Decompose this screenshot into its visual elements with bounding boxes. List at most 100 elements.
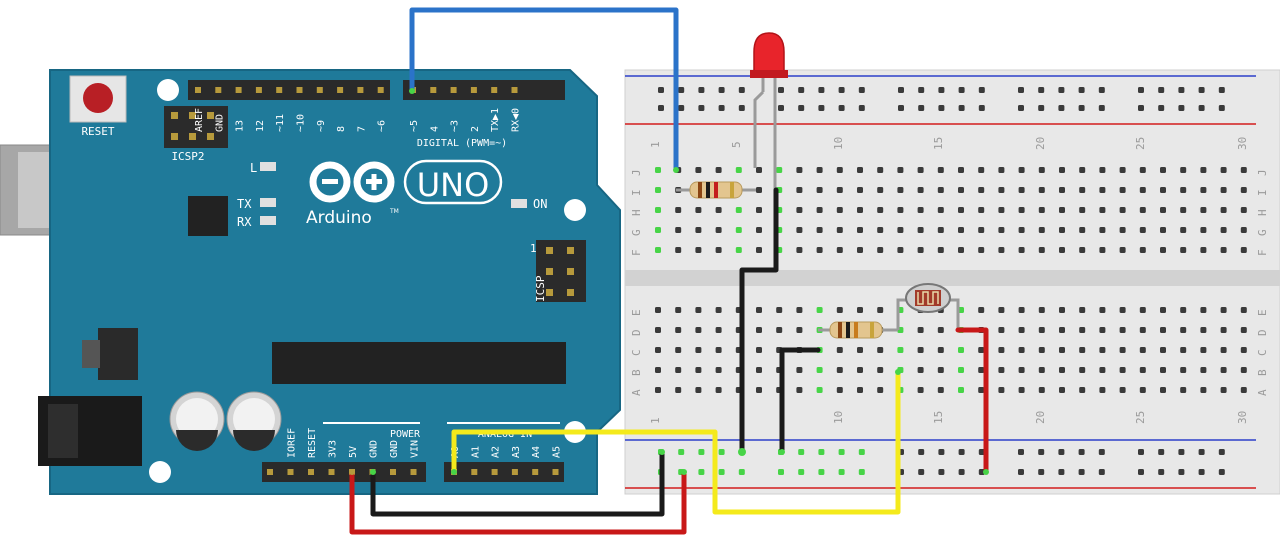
breadboard-hole (1200, 207, 1207, 213)
column-number: 20 (1034, 137, 1047, 150)
power-pin-label: 5V (348, 446, 359, 458)
digital-pin-label: ~6 (377, 120, 388, 132)
breadboard-rail-hole (698, 105, 705, 111)
breadboard-hole (816, 247, 823, 253)
breadboard-rail-hole (1058, 449, 1065, 455)
breadboard-hole (958, 167, 964, 173)
breadboard-hole (655, 187, 661, 193)
breadboard-rail-hole (1078, 105, 1085, 111)
breadboard-rail-hole (838, 87, 845, 93)
breadboard-hole (1180, 307, 1187, 313)
breadboard-hole (1180, 187, 1187, 193)
digital-header-right (403, 80, 565, 100)
led-body (753, 32, 785, 73)
breadboard-rail-hole (1018, 105, 1024, 111)
regulator-tab (82, 340, 100, 368)
breadboard-hole (816, 207, 823, 213)
breadboard-hole (1160, 187, 1166, 193)
breadboard-hole (1119, 167, 1126, 173)
breadboard-hole (1160, 167, 1166, 173)
breadboard-hole (1099, 167, 1106, 173)
breadboard-hole (998, 247, 1005, 253)
breadboard-hole (715, 347, 722, 353)
breadboard-hole (1038, 207, 1045, 213)
breadboard-rail-hole (818, 87, 825, 93)
breadboard-hole (1119, 307, 1126, 313)
row-letter: H (630, 209, 643, 216)
breadboard-rail-hole (938, 87, 945, 93)
breadboard-hole (1079, 307, 1086, 313)
mounting-hole (157, 79, 179, 101)
breadboard-hole (816, 187, 823, 193)
breadboard-hole (857, 367, 863, 373)
breadboard-rail-hole (1178, 469, 1185, 475)
breadboard-hole (715, 207, 722, 213)
row-letter: B (630, 369, 643, 376)
breadboard-hole (1220, 247, 1227, 253)
breadboard-rail-hole (798, 469, 805, 475)
breadboard-hole (1240, 307, 1247, 313)
breadboard-rail-hole (938, 105, 945, 111)
breadboard-rail-hole (658, 87, 664, 93)
breadboard-hole (978, 207, 985, 213)
breadboard-hole (1038, 347, 1045, 353)
led-cathode-leg (753, 90, 765, 168)
digital-pin-label: ~9 (316, 120, 327, 132)
breadboard-hole (1119, 327, 1126, 333)
breadboard-hole (735, 207, 742, 213)
breadboard-hole (756, 247, 762, 253)
breadboard-hole (756, 167, 762, 173)
breadboard-hole (816, 307, 823, 313)
on-label: ON (533, 197, 547, 211)
breadboard-rail-hole (1198, 469, 1205, 475)
icsp-pin1-label: 1 (530, 242, 537, 255)
breadboard-rail-hole (1158, 449, 1165, 455)
breadboard-rail-hole (1038, 87, 1045, 93)
breadboard-hole (1200, 347, 1207, 353)
wire-black-resistor-ground (779, 347, 821, 455)
header-pin (357, 87, 364, 93)
breadboard-hole (877, 347, 884, 353)
breadboard-hole (675, 307, 682, 313)
row-letter: D (1256, 329, 1269, 336)
breadboard-rail-hole (858, 105, 865, 111)
breadboard-rail-hole (1218, 87, 1225, 93)
breadboard-hole (1160, 367, 1166, 373)
breadboard-hole (1059, 367, 1065, 373)
breadboard-rail-hole (918, 87, 925, 93)
digital-pin-label: ~10 (296, 114, 307, 132)
breadboard-hole (1200, 247, 1207, 253)
column-number: 15 (932, 411, 945, 424)
wire-black-arduino-ground (370, 449, 665, 517)
breadboard-rail-hole (918, 449, 925, 455)
breadboard-hole (978, 167, 985, 173)
breadboard-rail-hole (778, 469, 784, 475)
breadboard-hole (1160, 307, 1166, 313)
breadboard-hole (857, 307, 863, 313)
breadboard-rail-hole (1198, 87, 1205, 93)
breadboard-hole (1099, 227, 1106, 233)
header-pin (296, 87, 303, 93)
breadboard-hole (1079, 327, 1086, 333)
breadboard-rail-hole (1158, 105, 1165, 111)
breadboard-hole (756, 367, 762, 373)
led-rx (260, 216, 276, 225)
breadboard-hole (998, 307, 1005, 313)
breadboard-hole (1200, 367, 1207, 373)
breadboard-hole (675, 387, 682, 393)
breadboard-hole (877, 307, 884, 313)
breadboard-hole (877, 227, 884, 233)
breadboard-hole (857, 247, 863, 253)
breadboard-rail-hole (858, 87, 865, 93)
breadboard-hole (897, 247, 904, 253)
breadboard-rail-hole (958, 87, 965, 93)
breadboard-hole (1139, 367, 1146, 373)
header-pin (511, 469, 518, 475)
breadboard-hole (877, 207, 884, 213)
breadboard-hole (998, 187, 1005, 193)
power-pin-label: 3V3 (328, 440, 339, 458)
header-pin (215, 87, 222, 93)
breadboard-hole (675, 247, 682, 253)
breadboard-hole (958, 247, 964, 253)
breadboard-hole (816, 387, 823, 393)
